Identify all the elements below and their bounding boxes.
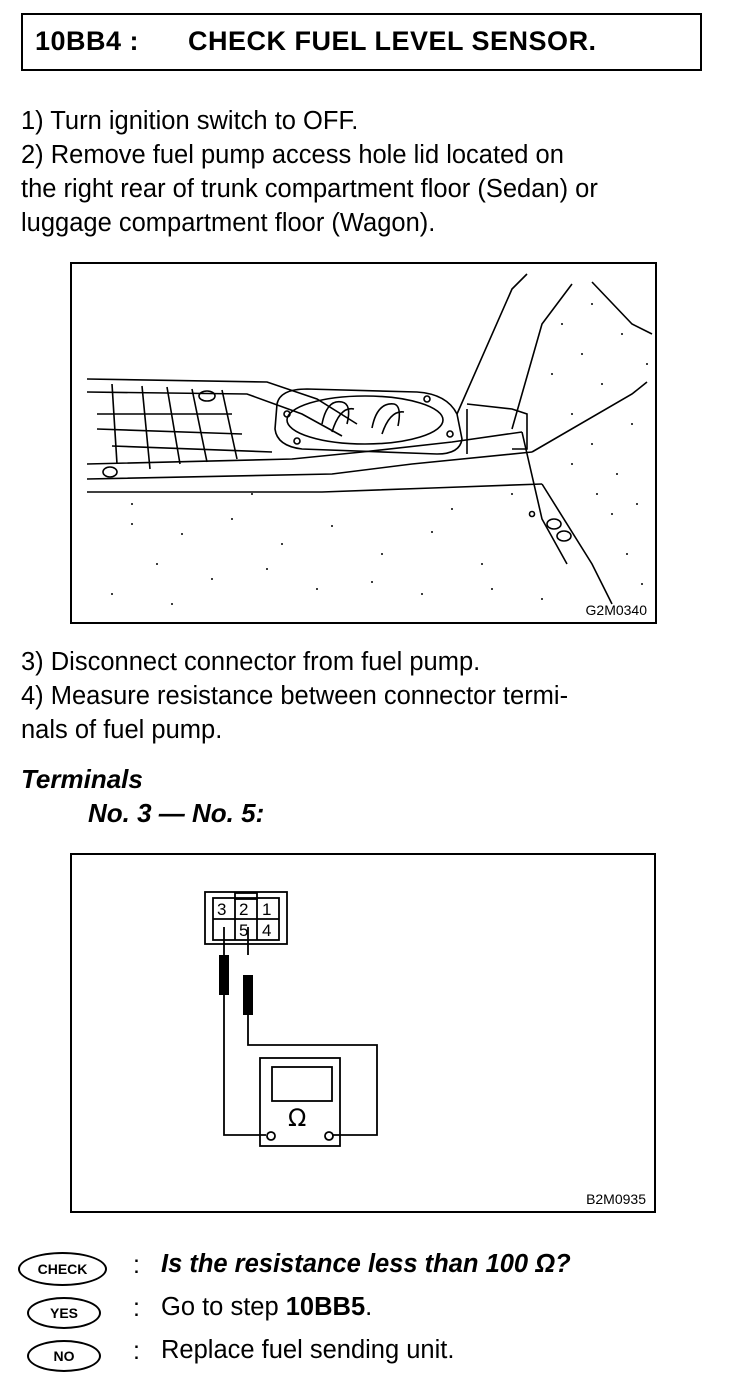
pin-5: 5	[239, 921, 249, 940]
pin-1: 1	[262, 900, 272, 919]
next-step-link[interactable]: 10BB5	[285, 1293, 366, 1321]
yes-badge: YES	[27, 1297, 101, 1329]
ohmmeter-connection-diagram	[204, 891, 378, 1147]
check-colon: :	[133, 1251, 140, 1279]
pin-4: 4	[262, 921, 272, 940]
terminals-value: No. 3 — No. 5:	[88, 798, 265, 828]
yes-action: Go to step 10BB5.	[161, 1293, 372, 1322]
terminals-heading: Terminals	[21, 764, 143, 794]
trunk-floor-figure: G2M0340	[70, 262, 657, 624]
no-action: Replace fuel sending unit.	[161, 1336, 455, 1364]
step-title: CHECK FUEL LEVEL SENSOR.	[188, 26, 597, 56]
figure-code: G2M0340	[585, 602, 647, 618]
check-badge: CHECK	[18, 1252, 107, 1286]
resistance-measurement-figure: 3 2 1 5 4 Ω B2M0935	[70, 853, 656, 1213]
ohm-symbol: Ω	[288, 1104, 307, 1132]
step-4-line-1: 4) Measure resistance between connector …	[21, 682, 569, 710]
no-badge: NO	[27, 1340, 101, 1372]
check-question: Is the resistance less than 100 Ω?	[161, 1250, 571, 1278]
step-header: 10BB4 : CHECK FUEL LEVEL SENSOR.	[21, 13, 702, 71]
step-2-line-2: the right rear of trunk compartment floo…	[21, 175, 598, 203]
step-4-line-2: nals of fuel pump.	[21, 716, 223, 744]
step-2-line-3: luggage compartment floor (Wagon).	[21, 209, 436, 237]
yes-colon: :	[133, 1294, 140, 1322]
figure-code: B2M0935	[586, 1191, 646, 1207]
no-colon: :	[133, 1337, 140, 1365]
yes-action-suffix: .	[365, 1293, 373, 1321]
yes-action-text: Go to step	[161, 1293, 286, 1321]
pin-2: 2	[239, 900, 249, 919]
pin-3: 3	[217, 900, 227, 919]
step-number: 10BB4 :	[35, 26, 140, 56]
step-3: 3) Disconnect connector from fuel pump.	[21, 648, 481, 676]
step-2-line-1: 2) Remove fuel pump access hole lid loca…	[21, 141, 564, 169]
step-1: 1) Turn ignition switch to OFF.	[21, 107, 359, 135]
trunk-floor-illustration	[86, 273, 653, 605]
